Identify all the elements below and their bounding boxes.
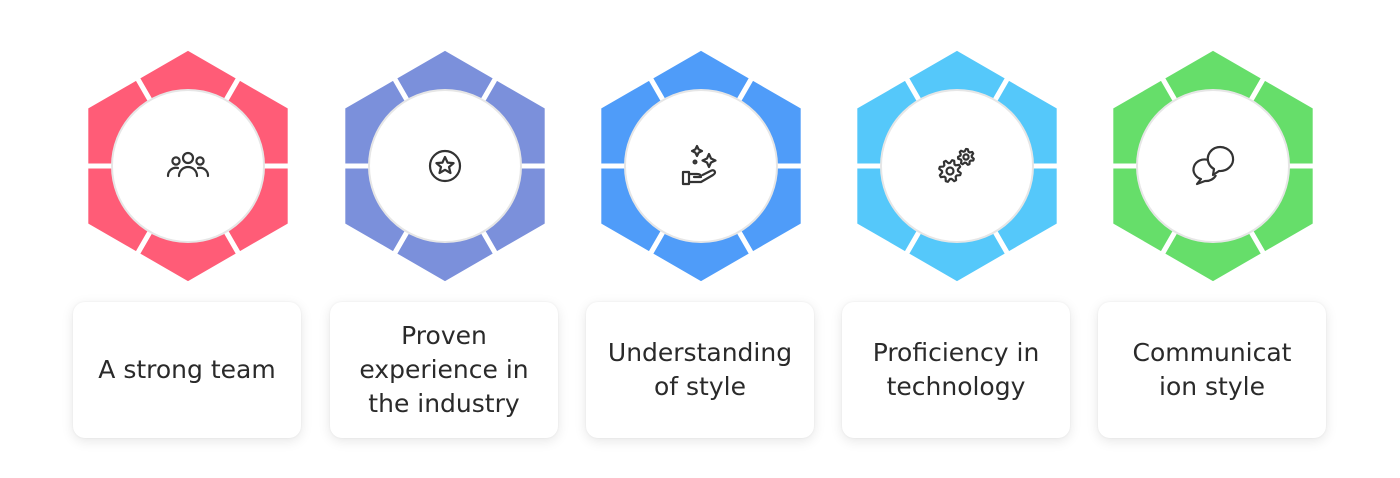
chat-bubbles-icon <box>1192 145 1235 186</box>
label-text: Proven experience in the industry <box>359 321 529 418</box>
hexagon-ring <box>340 46 550 286</box>
label-card: Proven experience in the industry <box>330 302 558 438</box>
label-card: Proficiency in technology <box>842 302 1070 438</box>
hand-sparkles-icon <box>681 144 717 186</box>
item-communication-style: Communicat ion style <box>1098 0 1328 478</box>
label-card: Understanding of style <box>586 302 814 438</box>
item-understanding-style: Understanding of style <box>586 0 816 478</box>
label-text: A strong team <box>98 355 276 384</box>
item-proven-experience: Proven experience in the industry <box>330 0 560 478</box>
label-text: Understanding of style <box>607 338 793 401</box>
label-text: Communicat ion style <box>1132 338 1292 401</box>
item-strong-team: A strong team <box>73 0 303 478</box>
hexagon-ring <box>1108 46 1318 286</box>
item-proficiency-technology: Proficiency in technology <box>842 0 1072 478</box>
hexagon-ring <box>596 46 806 286</box>
people-icon <box>166 151 210 178</box>
label-text: Proficiency in technology <box>872 338 1040 401</box>
gears-icon <box>938 147 975 183</box>
label-card: A strong team <box>73 302 301 438</box>
hexagon-ring <box>852 46 1062 286</box>
label-card: Communicat ion style <box>1098 302 1326 438</box>
star-badge-icon <box>428 149 462 183</box>
